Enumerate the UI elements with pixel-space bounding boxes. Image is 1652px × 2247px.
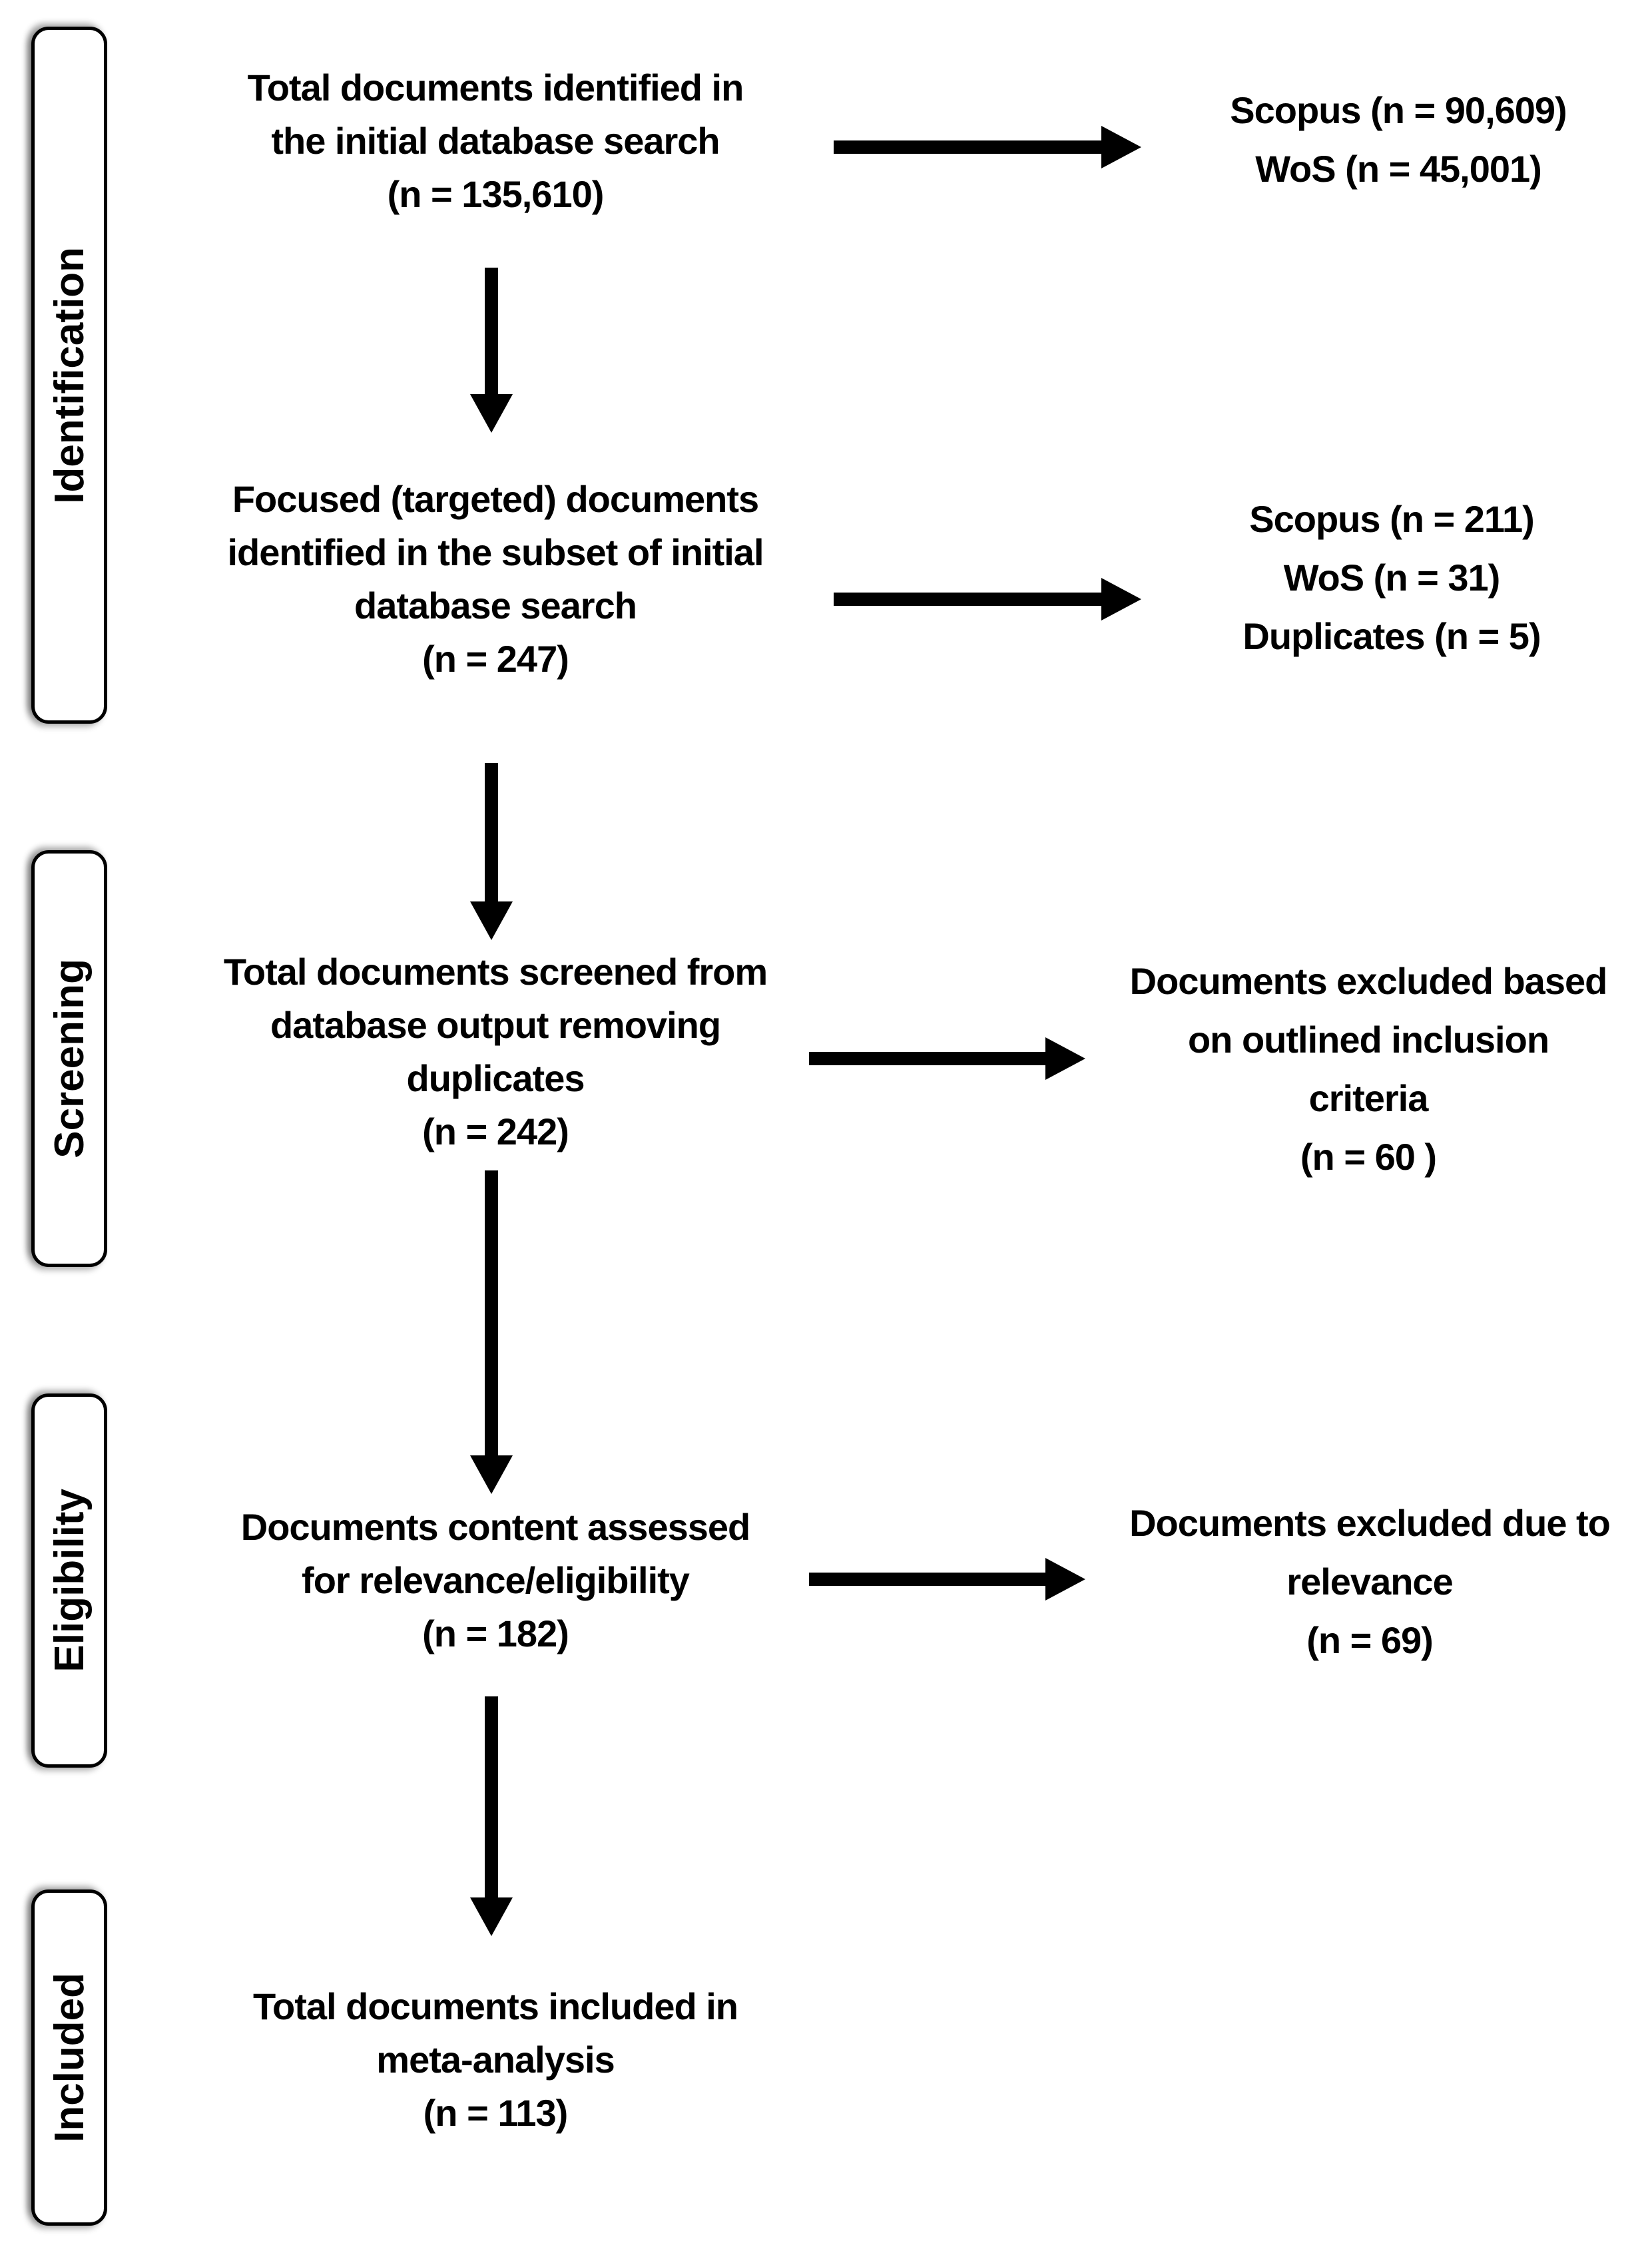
flow-box-included-meta-analysis: Total documents included in meta-analysi… (162, 1980, 828, 2140)
flow-box-line: Documents content assessed (240, 1506, 750, 1548)
note-line: criteria (1308, 1077, 1429, 1119)
flow-box-line: (n = 113) (423, 2092, 569, 2134)
arrow-body (485, 268, 498, 395)
arrow-head (1045, 1037, 1085, 1080)
note-excluded-relevance: Documents excluded due to relevance (n =… (1097, 1494, 1643, 1670)
note-line: Documents excluded based (1129, 960, 1608, 1002)
flow-box-line: (n = 247) (422, 638, 569, 680)
flow-box-line: Total documents identified in (247, 67, 744, 109)
stage-label-eligibility: Eligibility (46, 1489, 93, 1672)
flow-box-line: Total documents included in (253, 1985, 738, 2027)
note-line: Duplicates (n = 5) (1242, 615, 1541, 657)
flow-box-focused-subset: Focused (targeted) documents identified … (162, 473, 828, 686)
stage-box-identification: Identification (31, 27, 107, 724)
note-line: (n = 60 ) (1300, 1136, 1437, 1178)
note-line: on outlined inclusion (1187, 1019, 1549, 1061)
arrow-head (1101, 126, 1141, 168)
stage-box-screening: Screening (31, 850, 107, 1267)
note-subset-source-counts: Scopus (n = 211) WoS (n = 31) Duplicates… (1119, 490, 1652, 666)
arrow-body (485, 1696, 498, 1899)
stage-box-included: Included (31, 1889, 107, 2226)
stage-label-included: Included (46, 1973, 93, 2142)
flow-box-line: for relevance/eligibility (302, 1559, 690, 1601)
note-line: Documents excluded due to (1129, 1502, 1611, 1544)
flow-box-line: identified in the subset of initial (227, 531, 764, 573)
flow-box-assessed: Documents content assessed for relevance… (162, 1501, 828, 1660)
flow-box-line: database output removing (270, 1004, 721, 1046)
flow-box-line: (n = 242) (422, 1111, 569, 1152)
flow-box-line: database search (354, 585, 637, 626)
arrow-head (470, 1897, 513, 1936)
arrow-head (1045, 1558, 1085, 1601)
arrow-head (1101, 578, 1141, 621)
arrow-head (470, 1455, 513, 1494)
arrow-head (470, 901, 513, 940)
arrow-body (834, 140, 1101, 154)
flow-box-line: (n = 135,610) (387, 173, 605, 215)
note-excluded-inclusion-criteria: Documents excluded based on outlined inc… (1095, 952, 1641, 1186)
note-line: Scopus (n = 90,609) (1230, 89, 1567, 131)
arrow-body (834, 593, 1101, 606)
flow-box-line: duplicates (406, 1057, 585, 1099)
note-line: (n = 69) (1306, 1619, 1434, 1661)
arrow-body (485, 1170, 498, 1457)
note-line: Scopus (n = 211) (1249, 498, 1535, 540)
flow-box-line: meta-analysis (376, 2039, 615, 2081)
stage-label-screening: Screening (46, 959, 93, 1158)
stage-box-eligibility: Eligibility (31, 1393, 107, 1768)
note-line: WoS (n = 45,001) (1255, 148, 1542, 190)
flow-box-initial-search: Total documents identified in the initia… (162, 61, 828, 221)
arrow-body (809, 1573, 1045, 1586)
flow-box-line: the initial database search (271, 120, 720, 162)
stage-label-identification: Identification (46, 246, 93, 504)
note-initial-source-counts: Scopus (n = 90,609) WoS (n = 45,001) (1125, 81, 1652, 198)
arrow-body (485, 763, 498, 903)
arrow-head (470, 394, 513, 433)
flow-box-line: Total documents screened from (223, 951, 768, 993)
note-line: WoS (n = 31) (1283, 557, 1501, 599)
flow-box-line: (n = 182) (422, 1613, 569, 1654)
flow-box-line: Focused (targeted) documents (232, 478, 759, 520)
arrow-body (809, 1052, 1045, 1065)
note-line: relevance (1286, 1561, 1453, 1603)
flow-box-screened: Total documents screened from database o… (162, 945, 828, 1158)
